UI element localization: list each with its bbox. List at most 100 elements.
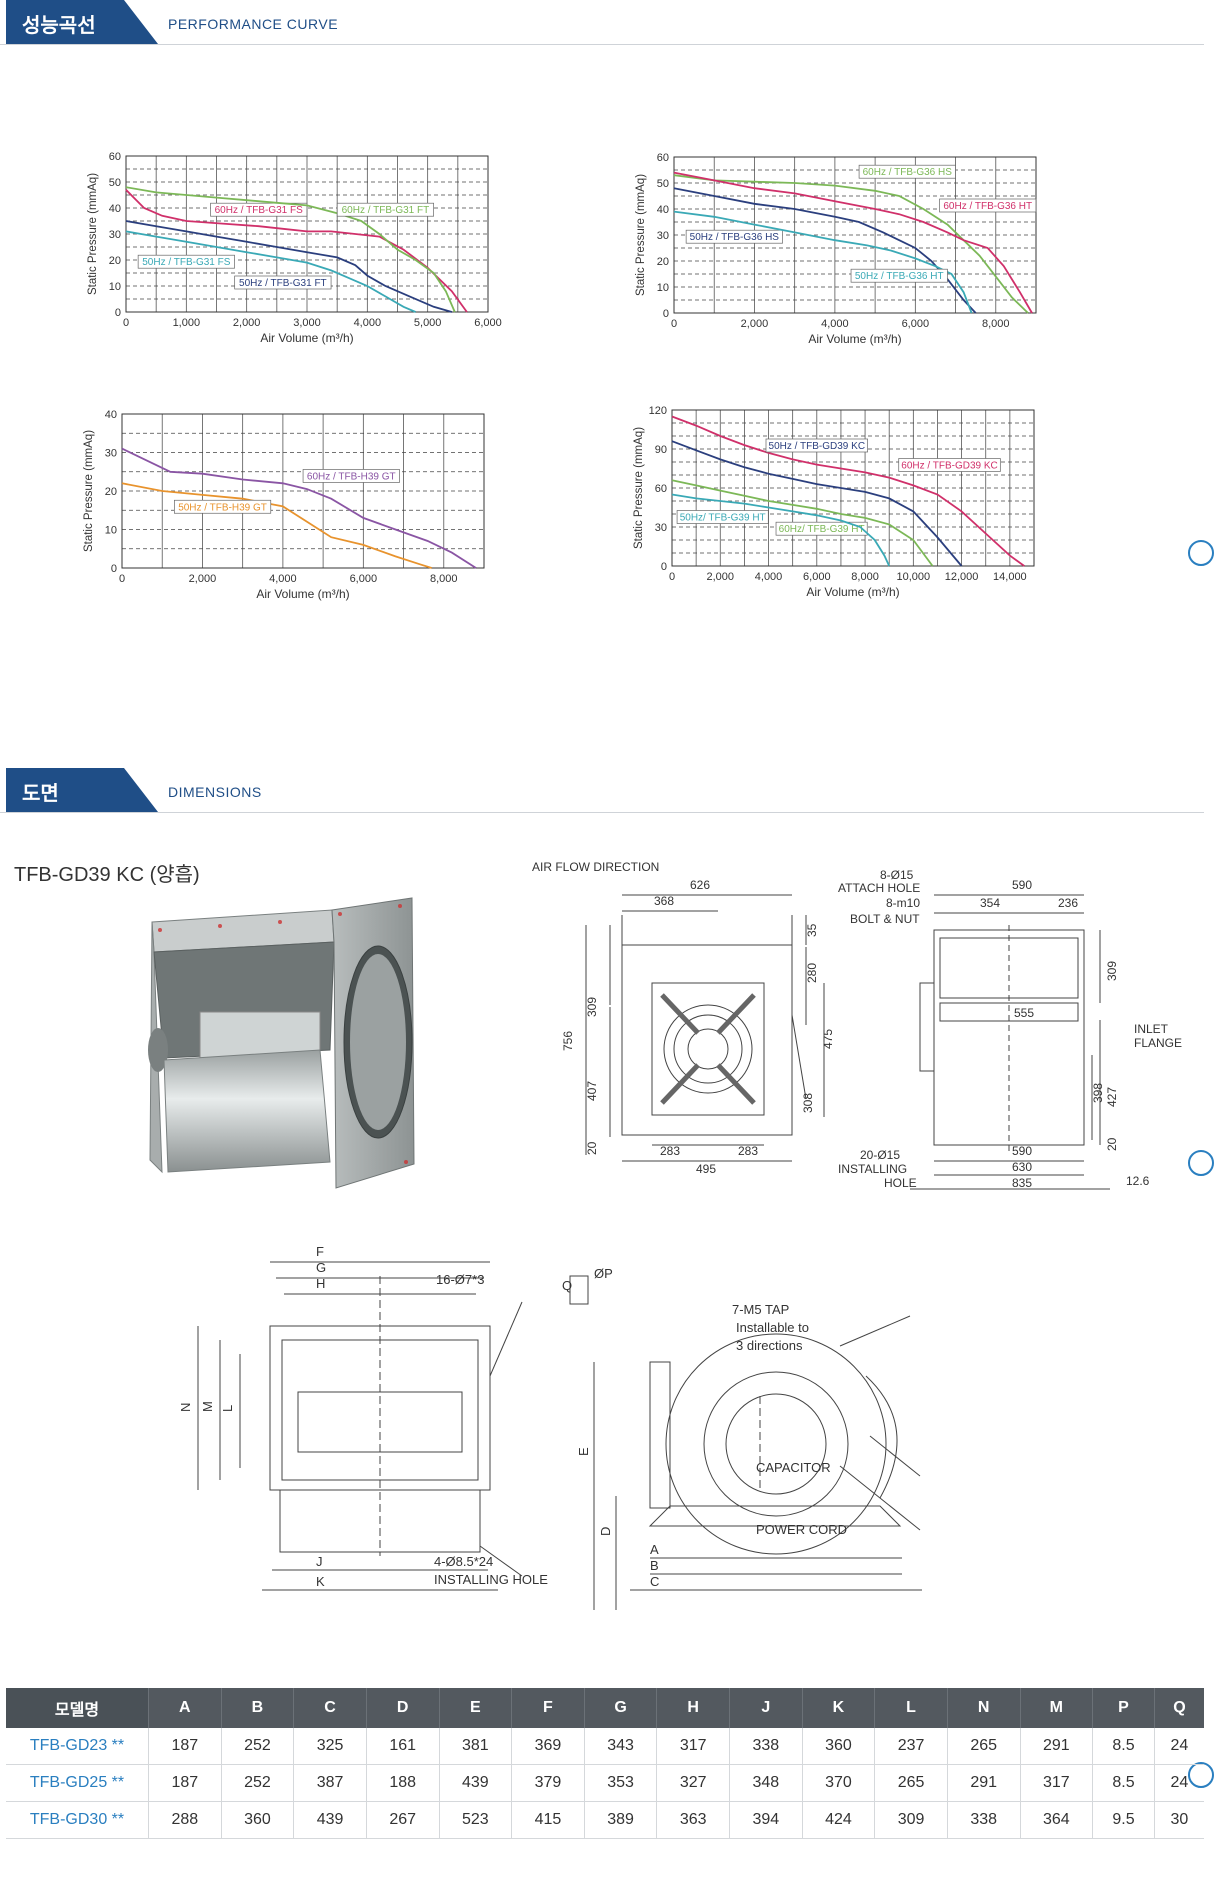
column-header-a: A [148,1688,222,1728]
value-cell: 424 [801,1801,875,1839]
x-tick-label: 8,000 [430,573,458,585]
bolt-label: BOLT & NUT [850,912,920,926]
installing-hole-label: HOLE [884,1176,917,1190]
value-cell: 188 [365,1764,439,1802]
x-axis-label: Air Volume (m³/h) [806,585,899,599]
dim-G: G [316,1260,326,1275]
x-tick-label: 2,000 [741,318,769,330]
fan-product-image [148,897,415,1189]
x-tick-label: 6,000 [803,571,831,583]
series-line [125,230,416,313]
y-tick-label: 0 [661,561,667,573]
scroll-indicator[interactable] [1188,540,1214,566]
column-header-g: G [583,1688,657,1728]
column-header-h: H [656,1688,730,1728]
dim-L: L [220,1405,235,1412]
series-label-box [137,254,235,269]
series-label-text: 60Hz / TFB-G36 HT [943,201,1032,212]
value-cell: 353 [583,1764,657,1802]
series-label-text: 60Hz / TFB-G36 HS [863,167,953,178]
model-name-cell[interactable]: TFB-GD25 ** [6,1764,149,1802]
dim-630: 630 [1012,1160,1032,1174]
dimension-drawing-bottom: F G H N M L J K 16-Ø7*3 4-Ø8.5*24 INSTAL… [178,1244,922,1610]
dim-354: 354 [980,896,1000,910]
column-header-j: J [729,1688,803,1728]
value-cell: 265 [874,1764,948,1802]
series-line [125,220,453,313]
value-cell: 338 [729,1728,803,1765]
tap-label: 3 directions [736,1338,803,1353]
series-label-text: 60Hz / TFB-G31 FT [342,205,430,216]
value-cell: 267 [365,1801,439,1839]
column-header-l: L [874,1688,948,1728]
dim-309: 309 [1105,961,1119,981]
series-label-box [939,198,1037,213]
dim-H: H [316,1276,325,1291]
series-label: 60Hz / TFB-H39 GT [302,469,400,483]
series-label: 60Hz / TFB-G36 HS [858,164,956,179]
series-line [671,415,1025,567]
column-header-d: D [365,1688,439,1728]
section-title-en: DIMENSIONS [168,784,262,800]
series-label-box [858,164,956,179]
x-tick-label: 6,000 [474,317,502,329]
x-tick-label: 8,000 [851,571,879,583]
air-flow-label: AIR FLOW DIRECTION [532,860,659,874]
x-tick-label: 3,000 [293,317,321,329]
x-tick-label: 8,000 [982,318,1010,330]
series-line [673,171,1033,314]
value-cell: 370 [801,1764,875,1802]
value-cell: 8.5 [1092,1764,1155,1802]
plot-frame [125,155,489,313]
series-line [673,174,1029,314]
dim-C: C [650,1574,659,1589]
y-tick-label: 60 [657,152,669,164]
y-tick-label: 0 [115,307,121,319]
value-cell: 348 [729,1764,803,1802]
dim-309: 309 [585,997,599,1017]
value-cell: 439 [293,1801,367,1839]
value-cell: 317 [656,1728,730,1765]
dim-Q: Q [562,1278,572,1293]
value-cell: 252 [220,1728,294,1765]
series-label-box [210,202,308,217]
dim-J: J [316,1554,323,1569]
series-label-text: 50Hz/ TFB-G39 HT [680,513,766,524]
series-line [121,447,477,569]
value-cell: 415 [511,1801,585,1839]
model-name-cell[interactable]: TFB-GD23 ** [6,1728,149,1765]
y-tick-label: 30 [655,522,667,534]
plot-frame [671,409,1035,567]
dimension-drawing-top: AIR FLOW DIRECTION 626 368 309 756 407 2… [532,860,1182,1190]
dim-398: 398 [1091,1083,1105,1103]
y-tick-label: 20 [657,256,669,268]
scroll-indicator[interactable] [1188,1150,1214,1176]
inlet-flange-label: FLANGE [1134,1036,1182,1050]
bolt-label: 8-m10 [886,896,920,910]
y-tick-label: 40 [657,204,669,216]
value-cell: 360 [220,1801,294,1839]
series-label-box [765,438,868,453]
dim-P: ØP [594,1266,613,1281]
value-cell: 360 [801,1728,875,1765]
x-tick-label: 2,000 [233,317,261,329]
y-axis-label: Static Pressure (mmAq) [633,427,645,549]
model-name-cell[interactable]: TFB-GD30 ** [6,1801,149,1839]
x-axis-label: Air Volume (m³/h) [808,332,901,346]
value-cell: 394 [729,1801,803,1839]
series-line [671,493,891,567]
x-tick-label: 5,000 [414,317,442,329]
value-cell: 265 [946,1728,1020,1765]
value-cell: 9.5 [1092,1801,1155,1839]
column-header-k: K [801,1688,875,1728]
installing-hole-label: INSTALLING HOLE [434,1572,548,1587]
y-tick-label: 20 [109,255,121,267]
x-axis-label: Air Volume (m³/h) [260,331,353,345]
y-tick-label: 0 [663,308,669,320]
